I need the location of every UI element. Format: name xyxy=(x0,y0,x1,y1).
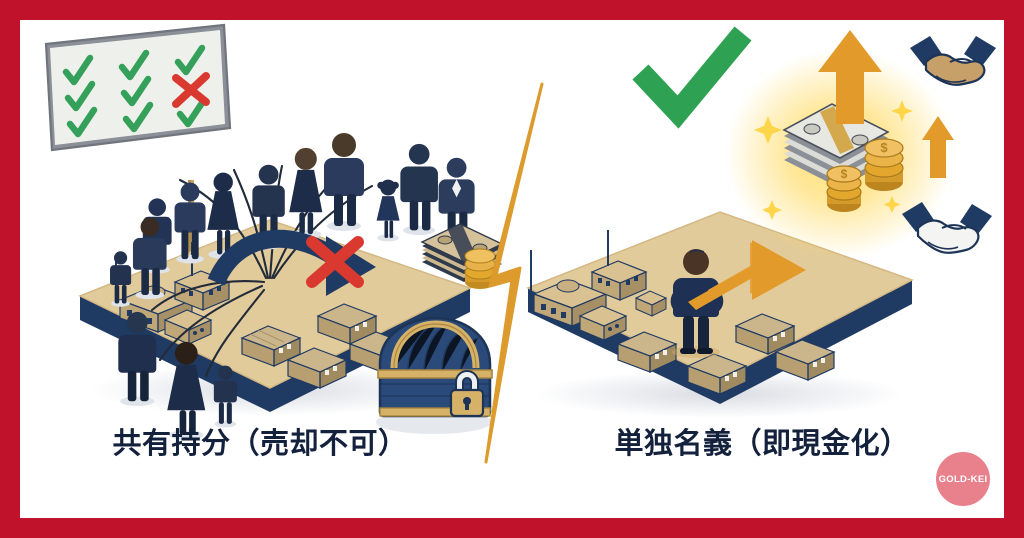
value-up-arrows xyxy=(818,30,954,178)
blocked-cross-icon xyxy=(306,236,364,288)
blocked-sale-arrow[interactable] xyxy=(207,229,376,296)
plot-buildings xyxy=(530,230,836,395)
infographic-canvas: 共有持分（売却不可） xyxy=(20,20,1004,518)
rejection-cross-icon xyxy=(172,72,210,108)
cash-stack xyxy=(420,223,504,289)
handshake-icons xyxy=(902,36,996,254)
sale-arrow[interactable] xyxy=(688,240,806,310)
approval-check-marks xyxy=(62,44,206,138)
co-ownership-illustration xyxy=(44,23,504,440)
brand-logo[interactable]: GOLD-KEI xyxy=(936,452,990,506)
svg-text:$: $ xyxy=(841,167,848,181)
padlock-icon xyxy=(449,370,485,418)
approval-board xyxy=(44,23,232,280)
coin-currency-symbol: $ xyxy=(880,140,888,155)
lightning-bolt-icon xyxy=(484,82,544,464)
cash-stack-glowing: $ $ xyxy=(782,103,904,212)
panel-co-ownership: 共有持分（売却不可） xyxy=(20,20,504,518)
locked-treasure-chest[interactable] xyxy=(376,316,493,434)
caption-sole-ownership: 単独名義（即現金化） xyxy=(614,428,910,460)
caption-co-ownership: 共有持分（売却不可） xyxy=(112,428,408,460)
sparkle-icons xyxy=(754,100,913,220)
sole-ownership-illustration: $ $ xyxy=(526,26,996,418)
brand-logo-text: GOLD-KEI xyxy=(938,473,988,485)
panel-sole-ownership: $ $ xyxy=(520,20,1004,518)
approved-check-icon xyxy=(632,26,752,129)
